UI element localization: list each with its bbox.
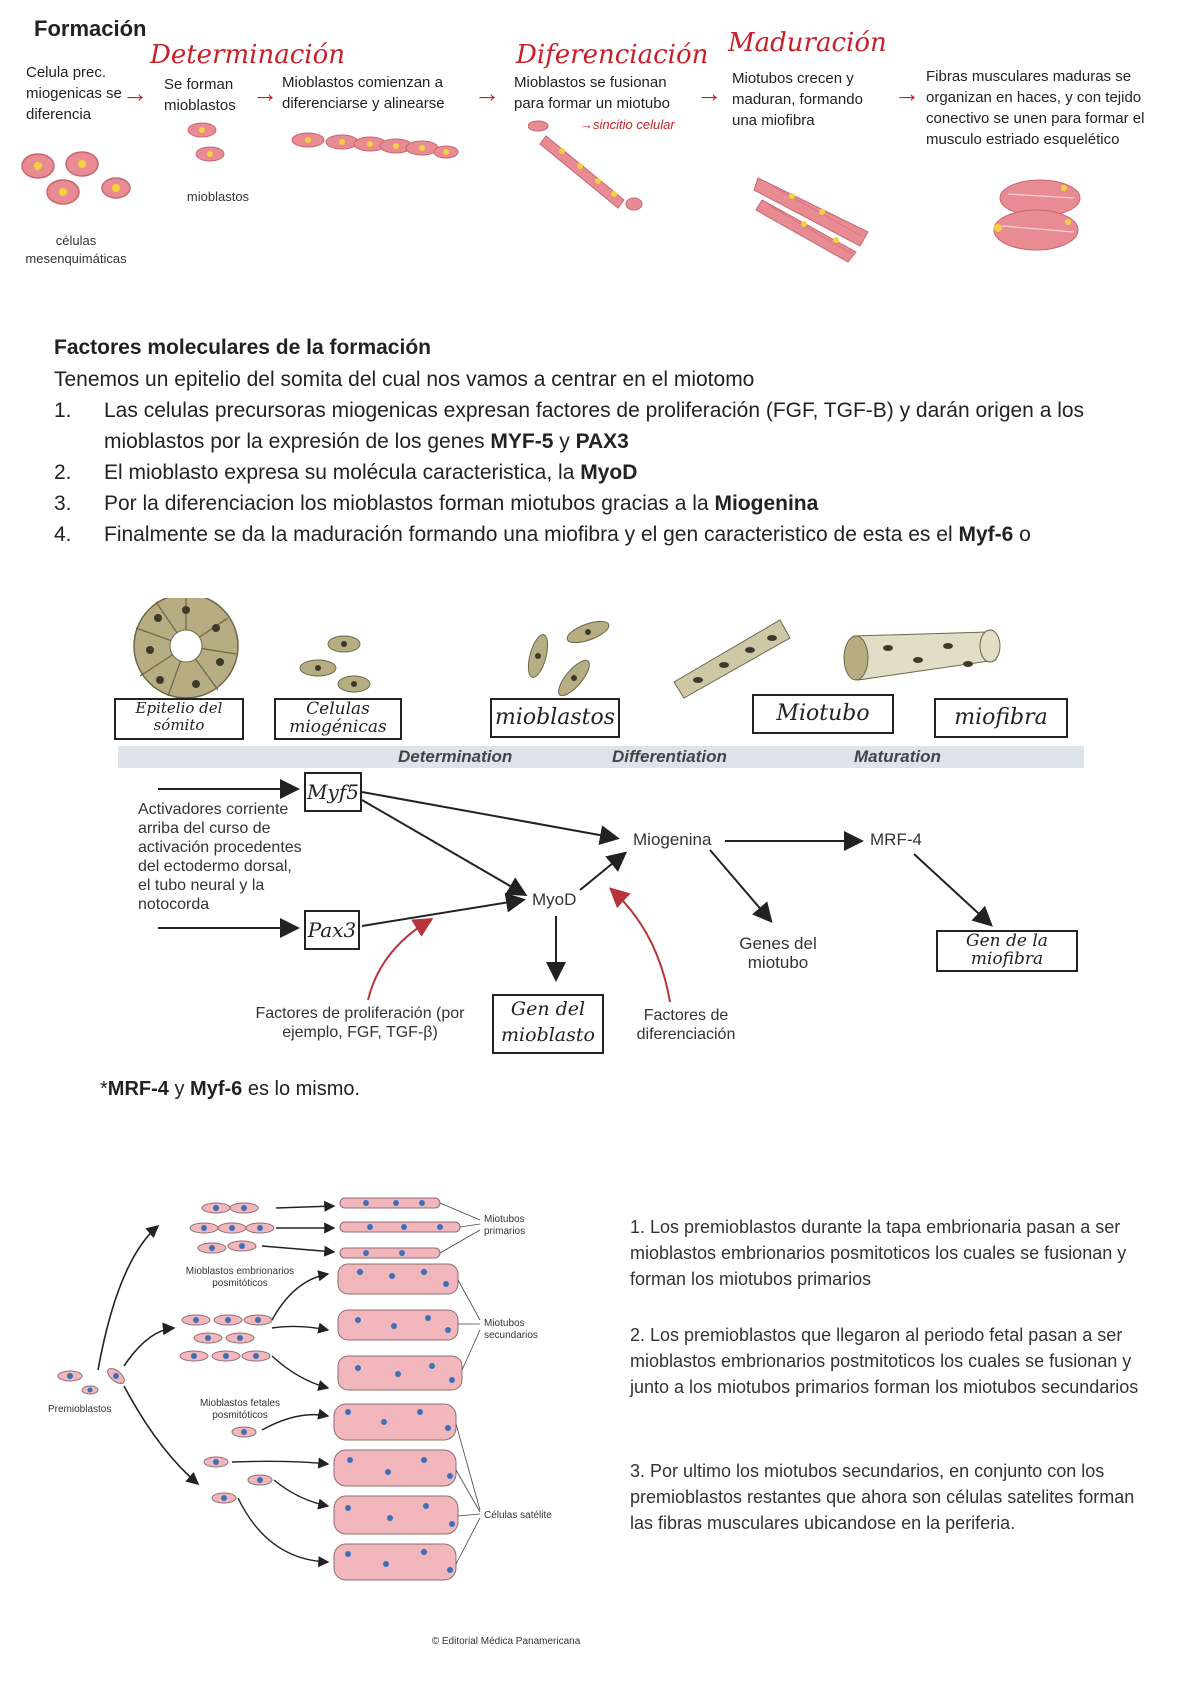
label-genes-miotubo: Genes del miotubo	[739, 934, 817, 972]
myoblasts-illustration	[187, 122, 225, 162]
molecular-diagram: Epitelio del sómito Celulas miogénicas m…	[114, 598, 1084, 1054]
list-item: 3.Por la diferenciacion los mioblastos f…	[54, 492, 819, 515]
box-myf5: Myf5	[304, 772, 362, 812]
box-miofibra: miofibra	[934, 698, 1068, 738]
fusing-myotube-illustration	[528, 120, 643, 211]
stage-label-determinacion: Determinación	[150, 40, 345, 70]
arrow-icon: →	[894, 78, 920, 108]
label-mio-fetales: Mioblastos fetales posmitóticos	[199, 1398, 281, 1421]
box-miotubo: Miotubo	[752, 694, 894, 734]
label-celulas-satelite: Células satélite	[484, 1510, 552, 1521]
label-premioblastos: Premioblastos	[48, 1404, 112, 1415]
step-4-text: Mioblastos se fusionan para formar un mi…	[514, 74, 670, 112]
note-mrf4-myf6: *MRF-4 y Myf-6 es lo mismo.	[100, 1078, 361, 1100]
arrow-icon: →	[474, 78, 500, 108]
box-epitelio: Epitelio del sómito	[114, 698, 244, 740]
factores-intro: Tenemos un epitelio del somita del cual …	[54, 368, 755, 391]
step-5-text: Miotubos crecen y maduran, formando una …	[732, 70, 863, 129]
stage-label-maduracion: Maduración	[728, 28, 887, 58]
list-item: 1.Las celulas precursoras miogenicas exp…	[54, 399, 1085, 453]
maturing-myotubes-illustration	[753, 177, 869, 263]
figure-credit: © Editorial Médica Panamericana	[431, 1636, 581, 1647]
label-miotubos-primarios: Miotubos primarios	[484, 1214, 526, 1237]
box-gen-miofibra: Gen de la miofibra	[936, 930, 1078, 972]
myotube-figure: Premioblastos Mioblastos embrionarios po…	[48, 1180, 592, 1660]
step-1-text: Celula prec. miogenicas se diferencia	[26, 64, 122, 123]
aligning-myoblasts-illustration	[291, 132, 459, 159]
factores-list: 1.Las celulas precursoras miogenicas exp…	[54, 395, 1164, 550]
arrow-icon: →	[122, 78, 148, 108]
myotube-figure-graphics	[57, 1197, 481, 1581]
figure-note-1: 1. Los premioblastos durante la tapa emb…	[630, 1217, 1127, 1289]
label-mioblastos: mioblastos	[186, 189, 250, 204]
muscle-bundle-illustration	[993, 179, 1081, 251]
label-miotubos-secundarios: Miotubos secundarios	[484, 1318, 538, 1341]
step-2-text: Se forman mioblastos	[164, 76, 236, 114]
label-sincitio: →sincitio celular	[580, 117, 675, 132]
phase-maturation: Maturation	[854, 747, 941, 766]
box-mioblastos: mioblastos	[490, 698, 620, 738]
box-celulas-miogenicas: Celulas miogénicas	[274, 698, 402, 740]
section-title-factores: Factores moleculares de la formación	[54, 336, 431, 359]
label-factores-proliferacion: Factores de proliferación (por ejemplo, …	[255, 1005, 465, 1041]
list-item: 4.Finalmente se da la maduración formand…	[54, 523, 1031, 546]
figure-note-3: 3. Por ultimo los miotubos secundarios, …	[630, 1461, 1135, 1533]
stage-label-diferenciacion: Diferenciación	[516, 40, 709, 70]
figure-note-2: 2. Los premioblastos que llegaron al per…	[630, 1325, 1139, 1397]
label-mio-embrionarios: Mioblastos embrionarios posmitóticos	[185, 1266, 295, 1289]
label-myod: MyoD	[532, 890, 577, 909]
label-factores-diferenciacion: Factores de diferenciación	[636, 1007, 736, 1043]
list-item: 2.El mioblasto expresa su molécula carac…	[54, 461, 638, 484]
box-pax3: Pax3	[304, 910, 360, 950]
diagram-graphics	[118, 598, 1084, 1003]
phase-determination: Determination	[398, 747, 513, 766]
phase-differentiation: Differentiation	[612, 747, 727, 766]
label-miogenina: Miogenina	[633, 830, 712, 849]
section-title-formacion: Formación	[34, 16, 147, 41]
step-3-text: Mioblastos comienzan a diferenciarse y a…	[282, 74, 445, 112]
mesenchymal-cells-illustration	[21, 151, 131, 205]
step-6-text: Fibras musculares maduras se organizan e…	[926, 68, 1145, 148]
label-mesenquimaticas: células mesenquimáticas	[25, 233, 127, 266]
label-mrf4: MRF-4	[870, 830, 922, 849]
arrow-icon: →	[252, 78, 278, 108]
label-activadores: Activadores corriente arriba del curso d…	[138, 801, 302, 913]
arrow-icon: →	[696, 78, 722, 108]
box-gen-mioblasto: Gen del mioblasto	[492, 994, 604, 1054]
